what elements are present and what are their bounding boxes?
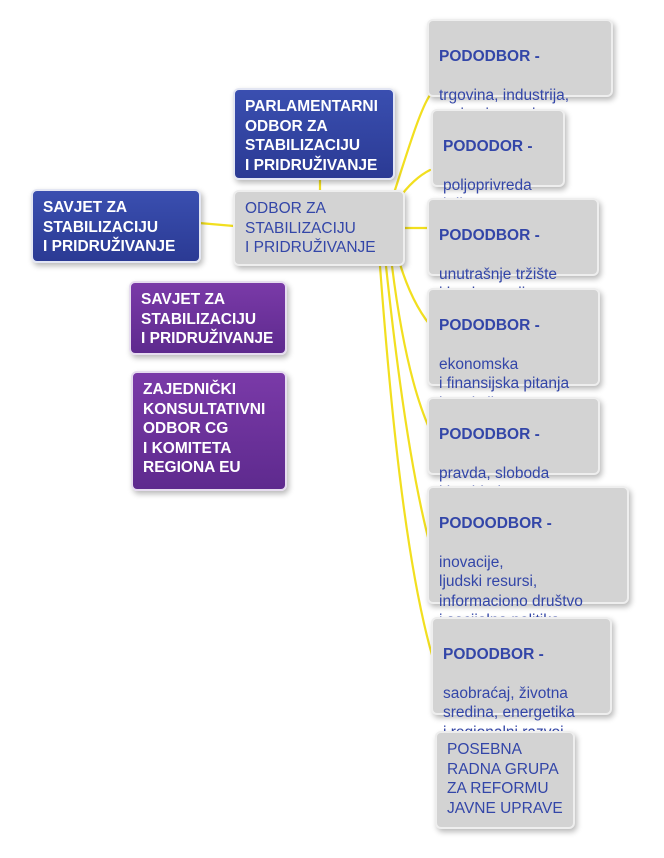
pododbor-saobracaj-box: PODODBOR - saobraćaj, životna sredina, e…	[431, 617, 612, 741]
pododbor-title: PODODBOR -	[443, 645, 544, 663]
pododbor-inovacije-box: PODOODBOR - inovacije, ljudski resursi, …	[427, 486, 629, 629]
pododbor-unutrasnje-trziste-box: PODODBOR - unutrašnje tržište i konkuren…	[427, 198, 599, 302]
pododbor-trgovina-box: PODODBOR - trgovina, industrija, carine …	[427, 19, 613, 123]
zajednicki-konsultativni-odbor-box: ZAJEDNIČKI KONSULTATIVNI ODBOR CG I KOMI…	[131, 371, 287, 491]
pododbor-poljoprivreda-box: PODODOR - poljoprivreda i ribarstvo	[431, 109, 565, 213]
savjet-za-stabilizaciju-purple-box: SAVJET ZA STABILIZACIJU I PRIDRUŽIVANJE	[129, 281, 287, 355]
connector-pododbor-4	[398, 262, 432, 327]
connector-pododbor-5	[390, 264, 432, 432]
connector-savjet-odbor	[197, 221, 236, 228]
pododbor-title: PODODBOR -	[439, 226, 540, 244]
connector-pododbor-1	[393, 93, 432, 192]
posebna-radna-grupa-box: POSEBNA RADNA GRUPA ZA REFORMU JAVNE UPR…	[435, 731, 575, 829]
connector-pododbor-6	[384, 264, 432, 547]
pododbor-title: PODODOR -	[443, 137, 533, 155]
pododbor-title: PODODBOR -	[439, 425, 540, 443]
pododbor-title: PODODBOR -	[439, 316, 540, 334]
pododbor-ekonomska-box: PODODBOR - ekonomska i finansijska pitan…	[427, 288, 600, 412]
parlamentarni-odbor-box: PARLAMENTARNI ODBOR ZA STABILIZACIJU I P…	[233, 88, 395, 180]
connector-pododbor-7	[378, 264, 434, 657]
odbor-za-stabilizaciju-box: ODBOR ZA STABILIZACIJU I PRIDRUŽIVANJE	[233, 190, 405, 266]
pododbor-title: PODODBOR -	[439, 47, 540, 65]
pododbor-pravda-box: PODODBOR - pravda, sloboda i bezbjednost	[427, 397, 600, 501]
pododbor-title: PODOODBOR -	[439, 514, 552, 532]
savjet-za-stabilizaciju-blue-box: SAVJET ZA STABILIZACIJU I PRIDRUŽIVANJE	[31, 189, 201, 263]
